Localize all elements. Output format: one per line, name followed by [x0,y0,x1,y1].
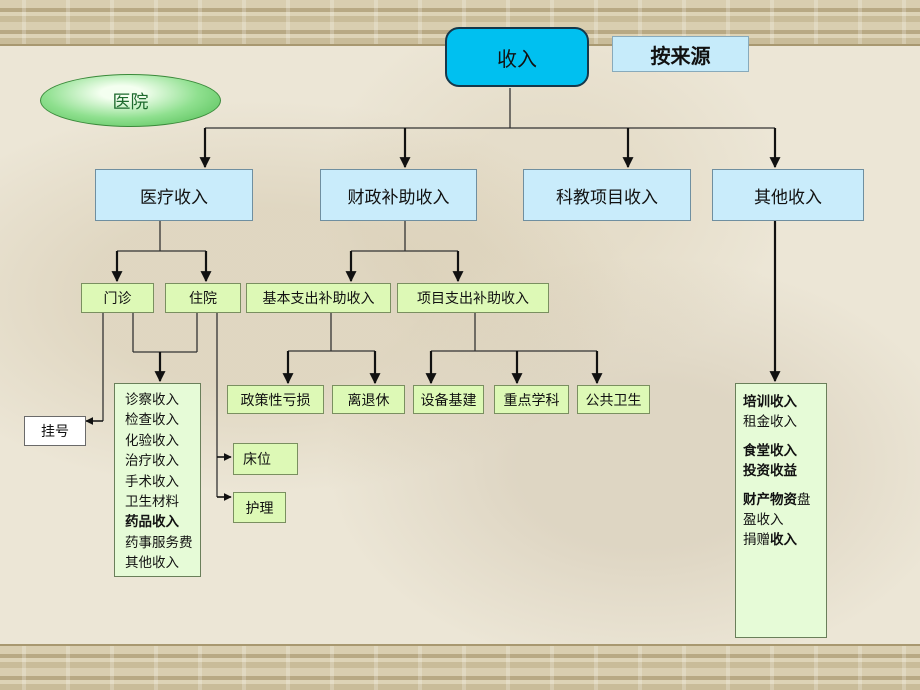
node-key-discipline: 重点学科 [494,385,569,414]
node-public-health: 公共卫生 [577,385,650,414]
list-item: 药品收入 [125,514,179,531]
node-registration: 挂号 [24,416,86,446]
node-research-edu: 科教项目收入 [523,169,691,221]
node-medical-revenue: 医疗收入 [95,169,253,221]
list-item: 治疗收入 [125,453,179,470]
list-item: 卫生材料 [125,494,179,511]
other-items-list: 培训收入 租金收入 食堂收入 投资收益 财产物资盘 盈收入 捐赠收入 [735,383,827,638]
list-item: 捐赠收入 [743,532,797,549]
list-item: 食堂收入 [743,442,797,459]
node-retirement: 离退休 [332,385,405,414]
node-bed: 床位 [233,443,298,475]
list-item: 手术收入 [125,473,179,490]
list-item: 投资收益 [743,463,797,480]
list-item: 药事服务费 [125,534,193,551]
node-inpatient: 住院 [165,283,241,313]
medical-items-list: 诊察收入 检查收入 化验收入 治疗收入 手术收入 卫生材料 药品收入 药事服务费… [114,383,201,577]
list-item: 租金收入 [743,414,797,431]
node-equipment: 设备基建 [413,385,484,414]
list-item: 盈收入 [743,512,784,529]
node-nursing: 护理 [233,492,286,523]
list-item: 培训收入 [743,394,797,410]
node-outpatient: 门诊 [81,283,154,313]
root-node-revenue: 收入 [445,27,589,87]
source-label: 按来源 [612,36,749,72]
list-item: 化验收入 [125,432,179,449]
node-project-subsidy: 项目支出补助收入 [397,283,549,313]
list-item: 检查收入 [125,412,179,429]
node-policy-loss: 政策性亏损 [227,385,324,414]
list-item: 财产物资盘 [743,491,811,508]
node-other-revenue: 其他收入 [712,169,864,221]
node-basic-subsidy: 基本支出补助收入 [246,283,391,313]
list-item: 诊察收入 [125,392,179,408]
decorative-border-bottom [0,644,920,690]
node-fiscal-subsidy: 财政补助收入 [320,169,477,221]
hospital-badge: 医院 [40,74,221,127]
list-item: 其他收入 [125,555,179,572]
